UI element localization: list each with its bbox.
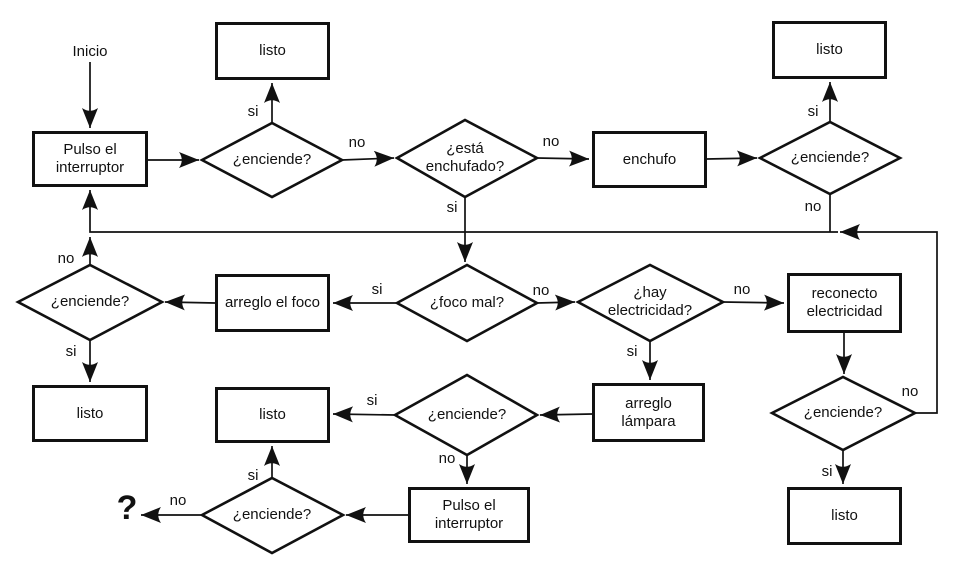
node-arreglo-lampara: arreglo lámpara	[592, 383, 705, 442]
node-reconecto-electricidad: reconecto electricidad	[787, 273, 902, 333]
edge-hayelectricidad-no-reconecto	[722, 294, 785, 311]
edge-label-enciende-midleft-si: si	[65, 343, 77, 360]
edge-label-enciende-mid-si: si	[366, 392, 378, 409]
node-label-enciende-bottom: ¿enciende?	[232, 506, 312, 523]
node-shape-hay-electricidad	[575, 263, 726, 343]
node-listo-top-1: listo	[215, 22, 330, 80]
node-label-enciende-mid-left: ¿enciende?	[50, 293, 130, 310]
node-shape-enchufado	[394, 118, 540, 199]
node-shape-enciende-mid-left	[15, 263, 165, 342]
node-listo-mid: listo	[215, 387, 330, 443]
edge-label-enciende-midleft-no: no	[57, 250, 75, 267]
node-shape-enciende-mid	[392, 373, 540, 457]
node-pulso-interruptor-2: Pulso el interruptor	[408, 487, 530, 543]
edge-arreglolampara-enciende-mid	[539, 406, 593, 423]
edge-label-enciende-mid-no: no	[438, 450, 456, 467]
node-listo-mid-left: listo	[32, 385, 148, 442]
edge-label-focomal-si: si	[371, 281, 383, 298]
node-shape-enciende-top2	[757, 120, 903, 196]
node-label-enciende-right: ¿enciende?	[803, 404, 883, 421]
start-label: Inicio	[72, 43, 108, 60]
node-label-foco-mal: ¿foco mal?	[429, 294, 505, 311]
edge-label-enciende-top1-no: no	[348, 134, 366, 151]
edge-label-focomal-no: no	[532, 282, 550, 299]
node-label-enciende-top1: ¿enciende?	[232, 151, 312, 168]
edge-enchufo-enciende-top2	[706, 150, 758, 167]
edge-label-enciende-top2-si: si	[807, 103, 819, 120]
node-shape-foco-mal	[394, 263, 540, 343]
edge-label-enchufado-no: no	[542, 133, 560, 150]
node-arreglo-foco: arreglo el foco	[215, 274, 330, 332]
node-shape-enciende-bottom	[199, 476, 346, 555]
node-label-enchufado: ¿está enchufado?	[425, 140, 505, 175]
edge-label-enciende-bottom-si: si	[247, 467, 259, 484]
node-label-enciende-mid: ¿enciende?	[427, 406, 507, 423]
edge-enciende-mid-si-listo	[332, 406, 396, 423]
node-label-enciende-top2: ¿enciende?	[790, 149, 870, 166]
edge-arreglofoco-enciende-midleft	[164, 294, 216, 311]
edge-enciende-right-no-loop	[840, 224, 938, 414]
node-label-hay-electricidad: ¿hay electricidad?	[607, 284, 693, 319]
edge-label-enciende-right-si: si	[821, 463, 833, 480]
node-shape-enciende-top1	[199, 121, 345, 199]
edge-label-enciende-bottom-no: no	[169, 492, 187, 509]
edge-enciende-top1-no-enchufado	[341, 150, 395, 167]
edge-label-enciende-top2-no: no	[804, 198, 822, 215]
node-listo-bottom-right: listo	[787, 487, 902, 545]
edge-label-hayelectricidad-no: no	[733, 281, 751, 298]
edge-enchufado-no-enchufo	[536, 150, 590, 167]
node-enchufo: enchufo	[592, 131, 707, 188]
node-pulso-interruptor-1: Pulso el interruptor	[32, 131, 148, 187]
node-listo-top-2: listo	[772, 21, 887, 79]
edge-label-enciende-right-no: no	[901, 383, 919, 400]
edge-mainline-return-pulso1	[82, 190, 838, 233]
edge-label-enciende-top1-si: si	[247, 103, 259, 120]
node-shape-enciende-right	[769, 375, 918, 452]
edge-focomal-no-hayelectricidad	[536, 294, 576, 311]
edge-label-enchufado-si: si	[446, 199, 458, 216]
unknown-outcome-mark: ?	[116, 489, 138, 527]
edge-label-hayelectricidad-si: si	[626, 343, 638, 360]
